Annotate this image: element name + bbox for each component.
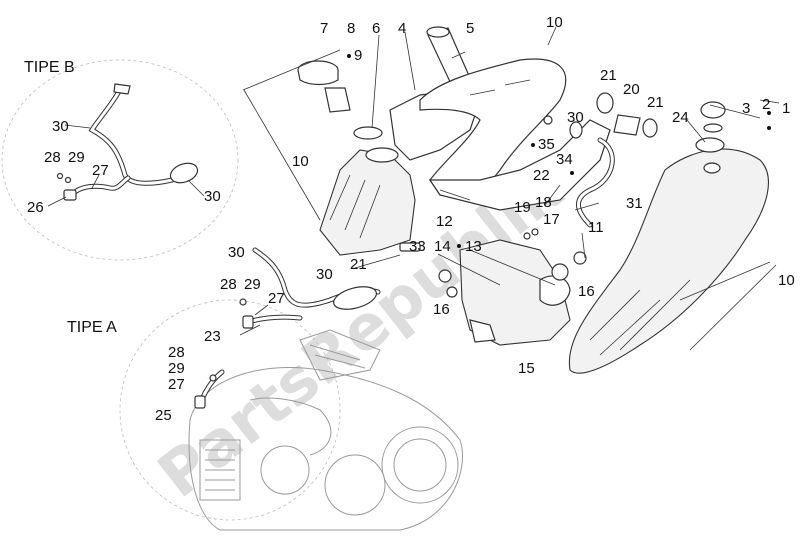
callout-18: 18: [535, 194, 552, 211]
callout-33: 33: [409, 238, 426, 255]
callout-12: 12: [436, 213, 453, 230]
callout-1: 1: [782, 100, 790, 117]
callout-10-right: 10: [778, 272, 795, 289]
callout-27-a1: 27: [268, 290, 285, 307]
callout-25: 25: [155, 407, 172, 424]
callout-27-a2: 27: [168, 376, 185, 393]
section-title-tipe-a: TIPE A: [67, 319, 117, 336]
filler-cap-assembly: [297, 60, 399, 163]
callout-4: 4: [398, 20, 406, 37]
callout-17: 17: [543, 211, 560, 228]
tipe-b-hose-end: [113, 83, 131, 95]
engine-sketch: [119, 299, 463, 531]
center-frame: [419, 58, 611, 211]
callout-2: 2: [762, 96, 770, 113]
callout-9: 9: [354, 47, 362, 64]
leader-lines: [47, 26, 780, 351]
callout-30-a2: 30: [316, 266, 333, 283]
callout-30-a1: 30: [228, 244, 245, 261]
callout-8: 8: [347, 20, 355, 37]
callout-30-b1: 30: [52, 118, 69, 135]
callout-10-left: 10: [292, 153, 309, 170]
callout-28-a2: 28: [168, 344, 185, 361]
callout-26: 26: [27, 199, 44, 216]
callout-30-center: 30: [567, 109, 584, 126]
callout-16-left: 16: [433, 301, 450, 318]
callout-6: 6: [372, 20, 380, 37]
tipe-b-detail: [1, 59, 239, 261]
callout-30-b2: 30: [204, 188, 221, 205]
callout-34: 34: [556, 151, 573, 168]
callout-20: 20: [623, 81, 640, 98]
callout-21-right: 21: [647, 94, 664, 111]
hose-clamps: [399, 228, 587, 298]
callout-21-bottom: 21: [350, 256, 367, 273]
callout-29-a1: 29: [244, 276, 261, 293]
callout-22: 22: [533, 167, 550, 184]
callout-24: 24: [672, 109, 689, 126]
callout-16-right: 16: [578, 283, 595, 300]
callout-21-top: 21: [600, 67, 617, 84]
callout-15: 15: [518, 360, 535, 377]
callout-dots: [347, 54, 771, 248]
lower-tank-section: [459, 239, 571, 346]
callout-7: 7: [320, 20, 328, 37]
callout-35: 35: [538, 136, 555, 153]
callout-31: 31: [626, 195, 643, 212]
callout-19: 19: [514, 199, 531, 216]
callout-29-a2: 29: [168, 360, 185, 377]
callout-11: 11: [588, 219, 604, 236]
right-fuel-tank: [568, 101, 769, 374]
callout-23: 23: [204, 328, 221, 345]
callout-10-top: 10: [546, 14, 563, 31]
tipe-b-fitting: [63, 189, 77, 201]
section-title-tipe-b: TIPE B: [24, 59, 75, 76]
callout-14: 14: [434, 238, 451, 255]
callouts: 1 2 3 4 5 6 7 8 9 10 10 10 11 12 13 14 1…: [27, 14, 795, 424]
callout-27-b: 27: [92, 162, 109, 179]
callout-28-a1: 28: [220, 276, 237, 293]
tipe-b-outline: [1, 59, 239, 261]
callout-5: 5: [466, 20, 474, 37]
callout-3: 3: [742, 100, 750, 117]
callout-13: 13: [465, 238, 482, 255]
tipe-a-hoses: [194, 247, 381, 409]
callout-28-b: 28: [44, 149, 61, 166]
callout-29-b: 29: [68, 149, 85, 166]
tipe-b-hose-loop: [169, 162, 199, 184]
filter-parts: [543, 92, 658, 139]
